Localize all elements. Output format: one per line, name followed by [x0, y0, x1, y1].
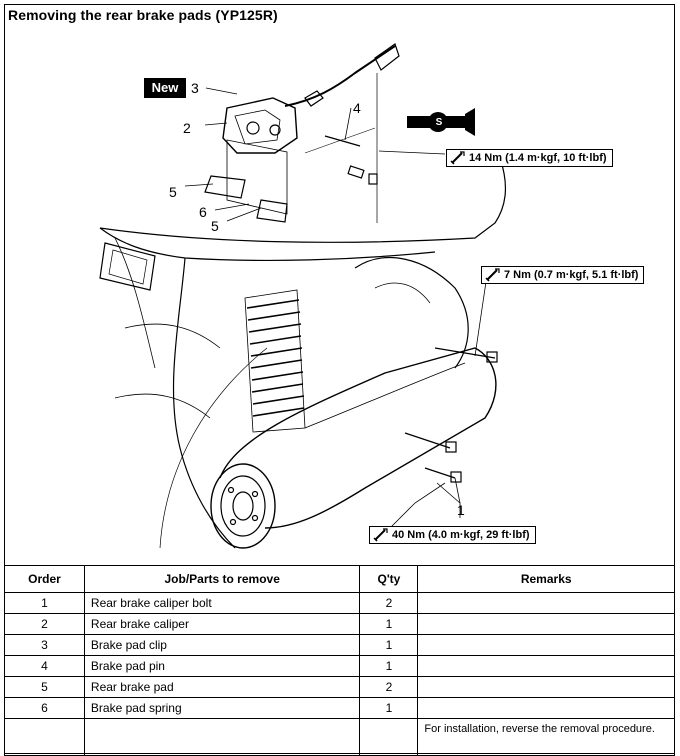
callout-5-upper: 5: [169, 184, 177, 200]
torque-wrench-icon: [450, 151, 465, 165]
table-row: 3 Brake pad clip 1: [4, 634, 675, 656]
header-remarks: Remarks: [417, 565, 675, 593]
row-order: 2: [4, 613, 85, 635]
torque-label-7nm: 7 Nm (0.7 m·kgf, 5.1 ft·lbf): [504, 269, 639, 281]
new-part-badge: New: [144, 78, 186, 98]
table-row: 6 Brake pad spring 1: [4, 697, 675, 719]
callout-4: 4: [353, 100, 361, 116]
header-job: Job/Parts to remove: [83, 565, 361, 593]
row-job-empty: [83, 718, 361, 756]
table-header-row: Order Job/Parts to remove Q'ty Remarks: [4, 565, 675, 593]
row-order-empty: [4, 718, 85, 756]
callout-2: 2: [183, 120, 191, 136]
header-qty: Q'ty: [359, 565, 419, 593]
row-remarks: [417, 676, 675, 698]
header-order: Order: [4, 565, 85, 593]
row-qty: 2: [359, 676, 419, 698]
row-qty: 2: [359, 592, 419, 614]
table-row-final: For installation, reverse the removal pr…: [4, 718, 675, 756]
exploded-diagram: New 1 2 3 4 5 6 5 S 14 Nm (1.4 m·kgf, 10…: [5, 28, 674, 564]
row-qty: 1: [359, 697, 419, 719]
row-job: Brake pad spring: [83, 697, 361, 719]
row-order: 4: [4, 655, 85, 677]
row-job: Rear brake caliper bolt: [83, 592, 361, 614]
callout-3: 3: [191, 80, 199, 96]
grease-symbol: S: [435, 117, 443, 128]
table-row: 2 Rear brake caliper 1: [4, 613, 675, 635]
row-job: Brake pad pin: [83, 655, 361, 677]
torque-spec-40nm: 40 Nm (4.0 m·kgf, 29 ft·lbf): [369, 526, 536, 544]
row-remarks: [417, 697, 675, 719]
torque-wrench-icon: [373, 528, 388, 542]
grease-gun-icon: [407, 108, 475, 136]
final-remark: For installation, reverse the removal pr…: [424, 723, 655, 735]
torque-spec-7nm: 7 Nm (0.7 m·kgf, 5.1 ft·lbf): [481, 266, 645, 284]
torque-label-14nm: 14 Nm (1.4 m·kgf, 10 ft·lbf): [469, 152, 607, 164]
row-job: Rear brake pad: [83, 676, 361, 698]
row-qty-empty: [359, 718, 419, 756]
row-remarks: [417, 634, 675, 656]
row-job: Brake pad clip: [83, 634, 361, 656]
callout-1: 1: [457, 502, 465, 518]
diagram-drawing: [99, 43, 506, 549]
table-row: 1 Rear brake caliper bolt 2: [4, 592, 675, 614]
callout-5-lower: 5: [211, 218, 219, 234]
torque-wrench-icon: [485, 268, 500, 282]
torque-label-40nm: 40 Nm (4.0 m·kgf, 29 ft·lbf): [392, 529, 530, 541]
row-order: 1: [4, 592, 85, 614]
row-remarks: [417, 592, 675, 614]
row-qty: 1: [359, 655, 419, 677]
row-remarks: [417, 655, 675, 677]
row-order: 3: [4, 634, 85, 656]
table-row: 4 Brake pad pin 1: [4, 655, 675, 677]
row-order: 5: [4, 676, 85, 698]
row-remarks: [417, 613, 675, 635]
row-order: 6: [4, 697, 85, 719]
torque-spec-14nm: 14 Nm (1.4 m·kgf, 10 ft·lbf): [446, 149, 613, 167]
row-qty: 1: [359, 634, 419, 656]
callout-6: 6: [199, 204, 207, 220]
page-title: Removing the rear brake pads (YP125R): [8, 7, 278, 23]
table-row: 5 Rear brake pad 2: [4, 676, 675, 698]
row-qty: 1: [359, 613, 419, 635]
final-remark-cell: For installation, reverse the removal pr…: [417, 718, 675, 756]
row-job: Rear brake caliper: [83, 613, 361, 635]
parts-table: Order Job/Parts to remove Q'ty Remarks 1…: [4, 565, 675, 756]
